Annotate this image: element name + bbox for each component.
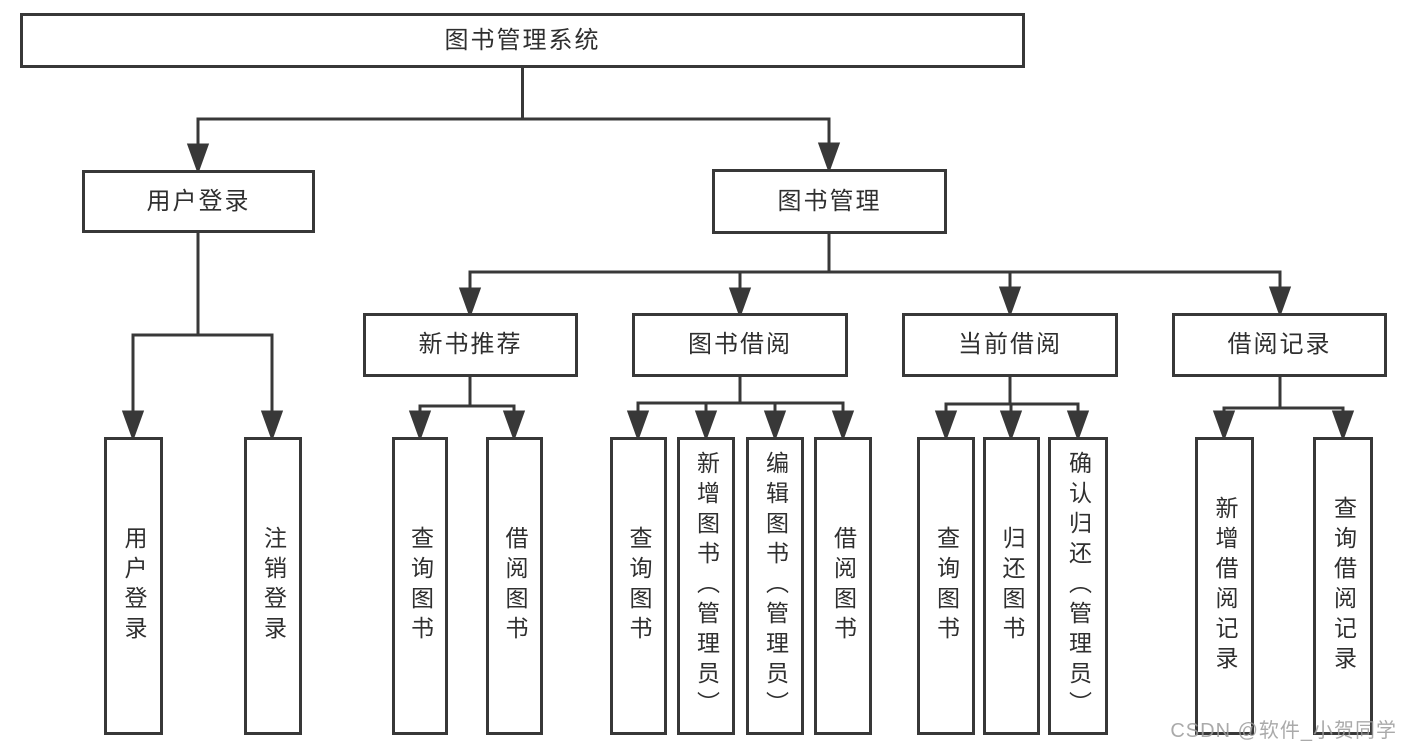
node-current-borrow: 当前借阅 bbox=[902, 313, 1118, 377]
node-new-book-recommend: 新书推荐 bbox=[363, 313, 578, 377]
leaf-query-borrow-record-label: 查询借阅记录 bbox=[1330, 496, 1357, 676]
node-user-login-label: 用户登录 bbox=[146, 187, 251, 215]
leaf-query-borrow-record: 查询借阅记录 bbox=[1313, 437, 1373, 735]
connector-book-borrow-to-leaves bbox=[626, 377, 855, 442]
leaf-logout-label: 注销登录 bbox=[260, 526, 287, 646]
leaf-borrow-books-label: 借阅图书 bbox=[830, 526, 857, 646]
leaf-add-book-admin-label: 新增图书（管理员） bbox=[693, 451, 720, 721]
connector-book-management-to-level3 bbox=[458, 234, 1292, 319]
leaf-current-query-books-label: 查询图书 bbox=[933, 526, 960, 646]
connector-root-to-level2 bbox=[186, 68, 841, 175]
node-book-borrow: 图书借阅 bbox=[632, 313, 848, 377]
node-user-login: 用户登录 bbox=[82, 170, 315, 233]
leaf-recommend-query-books: 查询图书 bbox=[392, 437, 448, 735]
csdn-watermark: CSDN @软件_小贺同学 bbox=[1170, 720, 1397, 742]
leaf-edit-book-admin-label: 编辑图书（管理员） bbox=[762, 451, 789, 721]
node-book-management-system: 图书管理系统 bbox=[20, 13, 1025, 68]
leaf-recommend-borrow-books: 借阅图书 bbox=[486, 437, 543, 735]
leaf-edit-book-admin: 编辑图书（管理员） bbox=[746, 437, 804, 735]
node-book-management-system-label: 图书管理系统 bbox=[444, 26, 601, 54]
leaf-borrow-query-books: 查询图书 bbox=[610, 437, 667, 735]
node-borrow-records-label: 借阅记录 bbox=[1227, 331, 1332, 358]
leaf-user-login: 用户登录 bbox=[104, 437, 163, 735]
leaf-borrow-books: 借阅图书 bbox=[814, 437, 872, 735]
leaf-recommend-borrow-books-label: 借阅图书 bbox=[502, 526, 528, 646]
leaf-borrow-query-books-label: 查询图书 bbox=[626, 526, 652, 646]
leaf-confirm-return-admin-label: 确认归还（管理员） bbox=[1065, 451, 1092, 721]
node-borrow-records: 借阅记录 bbox=[1172, 313, 1387, 377]
node-book-management: 图书管理 bbox=[712, 169, 947, 234]
node-book-borrow-label: 图书借阅 bbox=[688, 331, 792, 358]
leaf-user-login-label: 用户登录 bbox=[121, 526, 147, 646]
connector-new-book-recommend-to-leaves bbox=[408, 377, 526, 442]
connector-borrow-records-to-leaves bbox=[1212, 377, 1355, 442]
connector-current-borrow-to-leaves bbox=[934, 377, 1090, 442]
leaf-add-borrow-record: 新增借阅记录 bbox=[1195, 437, 1254, 735]
node-book-management-label: 图书管理 bbox=[777, 187, 882, 215]
leaf-confirm-return-admin: 确认归还（管理员） bbox=[1048, 437, 1108, 735]
leaf-add-book-admin: 新增图书（管理员） bbox=[677, 437, 735, 735]
leaf-logout: 注销登录 bbox=[244, 437, 302, 735]
node-new-book-recommend-label: 新书推荐 bbox=[418, 331, 523, 358]
node-current-borrow-label: 当前借阅 bbox=[958, 331, 1062, 358]
leaf-add-borrow-record-label: 新增借阅记录 bbox=[1212, 496, 1238, 676]
leaf-current-query-books: 查询图书 bbox=[917, 437, 975, 735]
leaf-return-book: 归还图书 bbox=[983, 437, 1040, 735]
connector-user-login-to-leaves bbox=[121, 233, 284, 442]
leaf-recommend-query-books-label: 查询图书 bbox=[407, 526, 434, 646]
leaf-return-book-label: 归还图书 bbox=[999, 526, 1025, 646]
